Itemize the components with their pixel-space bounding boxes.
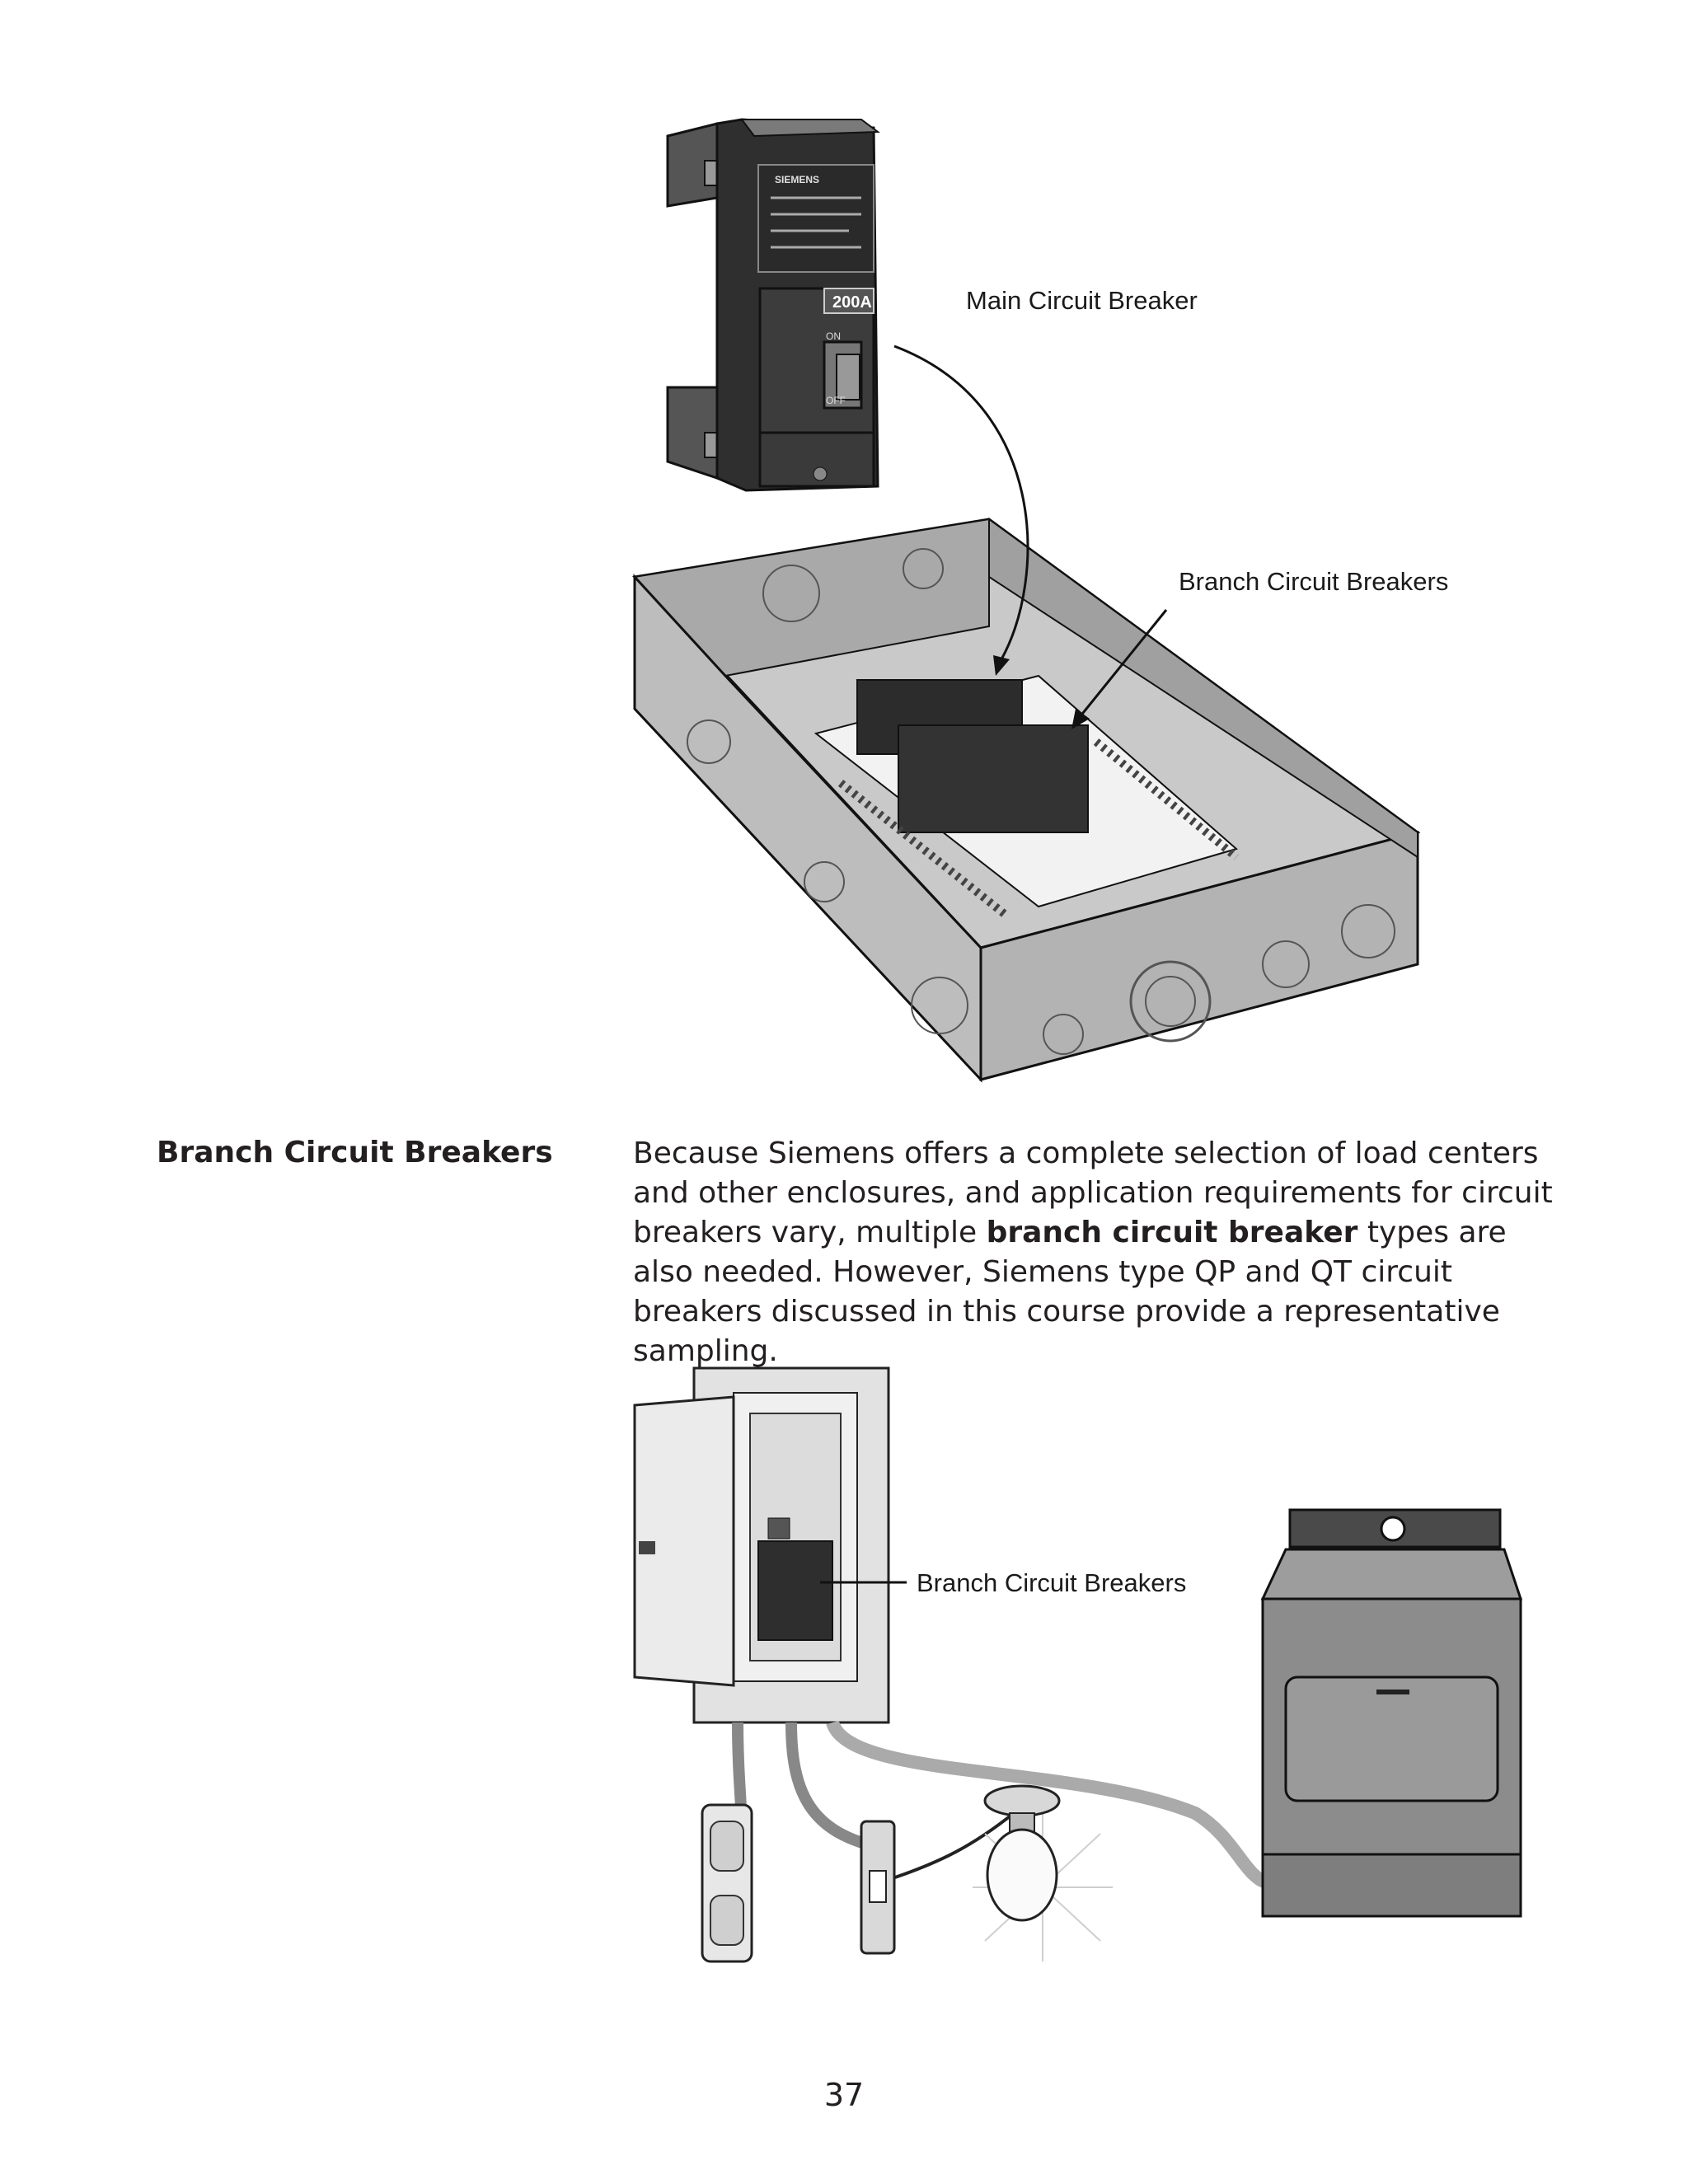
body-text-part2: types are also needed. However, Siemens … [633,1216,1507,1368]
cable-to-dryer [826,1719,1272,1890]
cable-to-switch [785,1722,875,1852]
outlet-illustration [701,1803,753,1963]
body-paragraph: Because Siemens offers a complete select… [633,1134,1573,1371]
load-center-enclosure-figure: SIEMENS 200A ON OFF Main Circuit Breaker… [631,118,1448,1083]
body-text-part1: Because Siemens offers a complete select… [633,1137,1553,1249]
callout-branch-circuit-breakers-2: Branch Circuit Breakers [917,1568,1186,1597]
light-bulb-illustration [973,1784,1113,1961]
enclosure-illustration [631,518,1421,1083]
callout-branch-circuit-breakers: Branch Circuit Breakers [1179,567,1448,596]
branch-breaker-leader-arrow [1071,709,1090,729]
load-center-panel-illustration [633,1366,890,1724]
wall-switch-illustration [860,1820,896,1955]
breaker-brand-label: SIEMENS [775,174,819,185]
section-heading: Branch Circuit Breakers [157,1136,553,1169]
body-text-bold-term: branch circuit breaker [986,1216,1358,1249]
clothes-dryer-illustration [1260,1508,1523,1918]
breaker-rating-label: 200A [832,293,872,312]
main-breaker-illustration [666,118,880,492]
wire-switch-to-light [889,1811,1015,1881]
switch-on-label: ON [826,330,841,342]
main-breaker-leader-line [893,344,1029,660]
switch-off-label: OFF [826,395,846,406]
main-breaker-leader-arrow [993,655,1010,676]
branch-breaker-leader-line [1078,609,1168,718]
callout-main-circuit-breaker: Main Circuit Breaker [966,286,1198,315]
home-circuit-figure: Branch Circuit Breakers [633,1366,1523,1963]
page-number: 37 [823,2077,865,2113]
